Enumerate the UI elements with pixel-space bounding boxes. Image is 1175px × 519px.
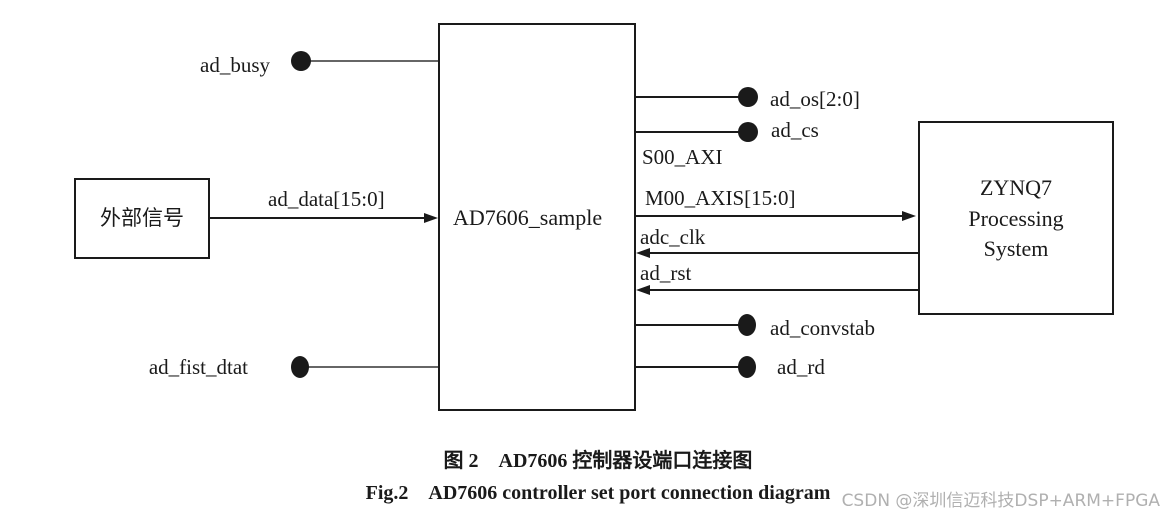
ad-convstab-label: ad_convstab bbox=[770, 316, 875, 340]
ad7606-sample-label: AD7606_sample bbox=[453, 205, 602, 230]
ad-cs-label: ad_cs bbox=[771, 118, 819, 142]
watermark: CSDN @深圳信迈科技DSP+ARM+FPGA bbox=[842, 491, 1161, 511]
zynq-label-line2: Processing bbox=[968, 206, 1063, 231]
ad-rst-arrow bbox=[636, 285, 650, 295]
zynq-ps-block bbox=[918, 121, 1114, 315]
ad-data-label: ad_data[15:0] bbox=[268, 187, 385, 211]
ad-os-label: ad_os[2:0] bbox=[770, 87, 860, 111]
m00-axis-label: M00_AXIS[15:0] bbox=[645, 186, 796, 210]
ad-busy-terminal bbox=[291, 51, 311, 71]
s00-axi-label: S00_AXI bbox=[642, 145, 723, 169]
ad-fist-dtat-label: ad_fist_dtat bbox=[149, 355, 248, 379]
ad-convstab-terminal bbox=[738, 314, 756, 336]
zynq-label-line3: System bbox=[984, 236, 1049, 261]
ad-fist-dtat-terminal bbox=[291, 356, 309, 378]
ad-cs-terminal bbox=[738, 122, 758, 142]
caption-english: Fig.2 AD7606 controller set port connect… bbox=[366, 482, 831, 504]
ad-rd-terminal bbox=[738, 356, 756, 378]
external-signal-label: 外部信号 bbox=[100, 206, 184, 230]
ad-rd-label: ad_rd bbox=[777, 355, 825, 379]
zynq-label-line1: ZYNQ7 bbox=[980, 175, 1052, 200]
adc-clk-label: adc_clk bbox=[640, 225, 706, 249]
caption-chinese: 图 2 AD7606 控制器设端口连接图 bbox=[444, 448, 753, 472]
ad-data-arrow bbox=[424, 213, 438, 223]
ad-busy-label: ad_busy bbox=[200, 53, 270, 77]
m00-axis-arrow bbox=[902, 211, 916, 221]
ad-rst-label: ad_rst bbox=[640, 261, 691, 285]
adc-clk-arrow bbox=[636, 248, 650, 258]
ad-os-terminal bbox=[738, 87, 758, 107]
